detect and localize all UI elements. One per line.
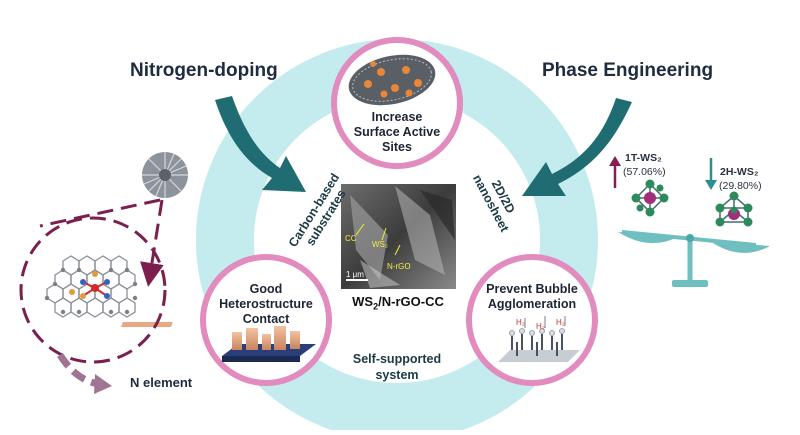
bubble-agglomeration-illustration	[498, 316, 580, 362]
ring-label-system: system	[375, 368, 419, 382]
h2-label-b: H₂	[536, 322, 545, 331]
arrow-left	[215, 96, 306, 192]
sem-scale-bar-label: 1 μm	[346, 270, 364, 279]
bubble-bottom-right	[466, 254, 598, 386]
arrow-right	[522, 98, 632, 196]
phase-1t-value: (57.06%)	[623, 166, 666, 178]
phase-2h-value: (29.80%)	[719, 180, 762, 192]
center-caption: WS2/N-rGO-CC	[333, 294, 463, 312]
phase-1t-label: 1T-WS₂	[625, 152, 662, 164]
dashed-arrow-head	[94, 374, 112, 394]
sem-label-ws2: WS₂	[372, 240, 388, 249]
h2-label-c: H₂	[556, 318, 565, 327]
graphene-lattice	[44, 255, 138, 318]
center-caption-suffix: /N-rGO-CC	[378, 294, 444, 309]
h2-down-arrow	[705, 158, 717, 190]
t1-up-arrow	[609, 156, 621, 188]
h2-label-a: H₂	[516, 318, 525, 327]
phase-2h-label: 2H-WS₂	[720, 166, 759, 178]
heterostructure-illustration	[120, 322, 316, 362]
bubble-title-surface-active-sites: Increase Surface Active Sites	[353, 110, 441, 154]
dashed-arrow-bottom	[57, 353, 99, 388]
dashed-line-side	[140, 199, 164, 287]
dashed-line-top	[39, 198, 161, 228]
heading-nitrogen-doping: Nitrogen-doping	[130, 60, 278, 81]
ring-label-self-supported: Self-supported	[352, 352, 442, 366]
dashed-zoom-circle	[19, 216, 167, 364]
structure-1t	[631, 179, 669, 217]
structure-2h	[715, 191, 753, 227]
center-caption-box	[333, 289, 463, 315]
nanoflower	[142, 152, 188, 198]
heading-phase-engineering: Phase Engineering	[542, 60, 714, 81]
balance-scale	[618, 230, 770, 287]
sem-label-nrgo: N-rGO	[387, 262, 411, 271]
bubble-title-bubble-agglomeration: Prevent Bubble Agglomeration	[486, 282, 578, 311]
n-element-label: N element	[130, 375, 193, 390]
sem-label-cc: CC	[345, 234, 357, 243]
bubble-title-heterostructure: Good Heterostructure Contact	[219, 282, 313, 326]
graphene-sheet-illustration	[348, 54, 436, 106]
center-caption-sub: 2	[373, 301, 379, 312]
center-caption-prefix: WS	[352, 294, 374, 309]
sem-image	[341, 184, 456, 289]
